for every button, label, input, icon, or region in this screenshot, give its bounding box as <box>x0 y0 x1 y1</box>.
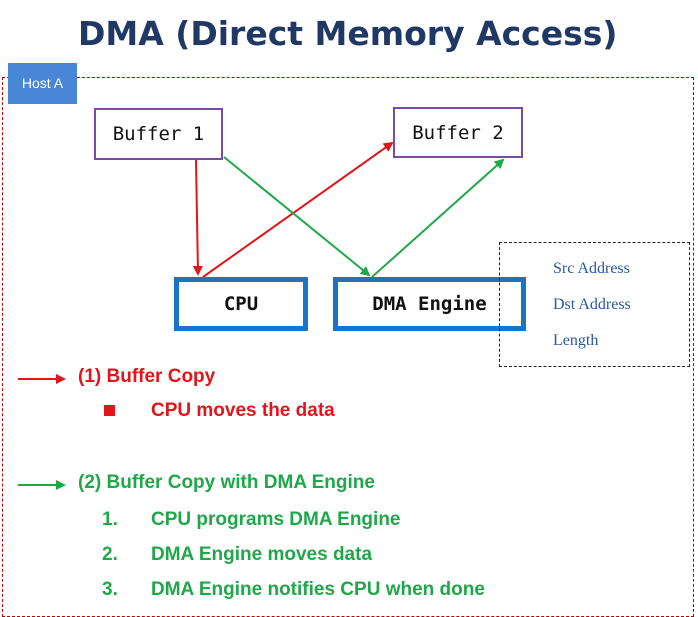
buffer1-node: Buffer 1 <box>94 108 223 160</box>
step-text: CPU programs DMA Engine <box>151 509 401 530</box>
register-src-address: Src Address <box>553 260 630 277</box>
legend-item-dma-copy: (2) Buffer Copy with DMA Engine <box>78 472 375 493</box>
register-length: Length <box>553 332 599 349</box>
buffer2-node: Buffer 2 <box>393 107 523 158</box>
legend-item-buffer-copy-point: CPU moves the data <box>151 400 335 421</box>
dma-register-box: Src Address Dst Address Length <box>499 242 690 367</box>
arrow-buffer1-to-dma <box>223 156 371 277</box>
arrow-buffer1-to-cpu <box>192 159 203 276</box>
step-number: 1. <box>102 509 118 530</box>
flow-arrows <box>18 141 505 490</box>
cpu-node: CPU <box>174 277 308 331</box>
step-text: DMA Engine notifies CPU when done <box>151 579 485 600</box>
dma-engine-node: DMA Engine <box>333 277 526 331</box>
arrow-dma-to-buffer2 <box>371 158 505 278</box>
register-dst-address: Dst Address <box>553 296 631 313</box>
slide-title: DMA (Direct Memory Access) <box>78 14 618 53</box>
arrow-cpu-to-buffer2 <box>202 141 394 278</box>
step-number: 3. <box>102 579 118 600</box>
step-number: 2. <box>102 544 118 565</box>
step-text: DMA Engine moves data <box>151 544 373 565</box>
square-bullet-icon <box>104 405 115 416</box>
host-label: Host A <box>8 63 77 104</box>
legend-item-buffer-copy: (1) Buffer Copy <box>78 366 216 387</box>
